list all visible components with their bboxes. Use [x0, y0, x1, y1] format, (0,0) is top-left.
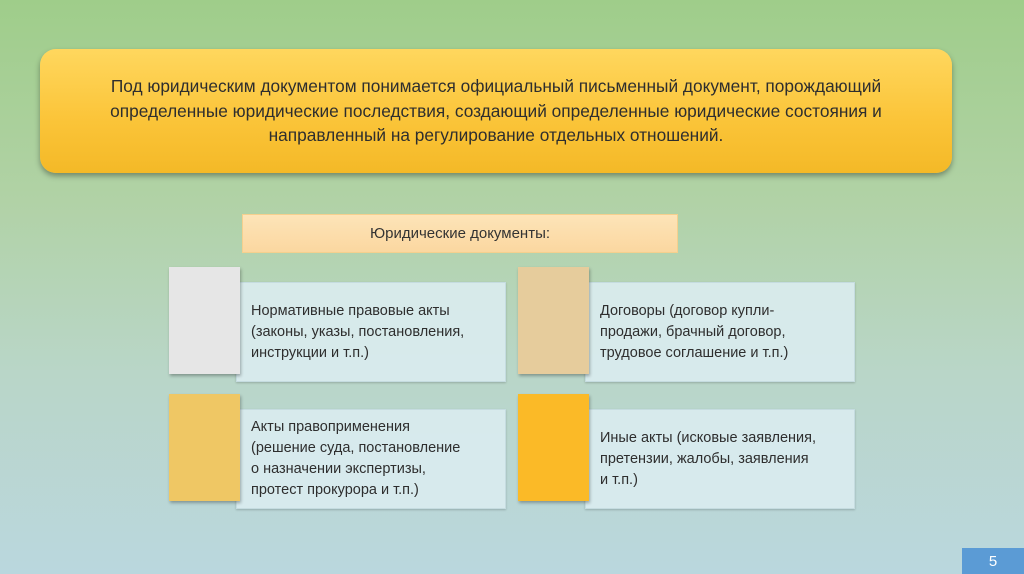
card-normative-acts-text: Нормативные правовые акты (законы, указы…: [251, 302, 465, 361]
definition-text: Под юридическим документом понимается оф…: [110, 76, 882, 146]
card-other-acts: Иные акты (исковые заявления, претензии,…: [585, 409, 855, 509]
card-enforcement-acts-text: Акты правоприменения (решение суда, пост…: [251, 419, 461, 498]
section-heading: Юридические документы:: [242, 214, 678, 253]
section-heading-label: Юридические документы:: [369, 225, 551, 242]
card-normative-acts: Нормативные правовые акты (законы, указы…: [236, 282, 506, 382]
card-other-acts-swatch: [518, 394, 589, 501]
card-contracts-swatch: [518, 267, 589, 374]
card-contracts-text: Договоры (договор купли- продажи, брачны…: [600, 302, 789, 361]
card-normative-acts-swatch: [169, 267, 240, 374]
card-contracts: Договоры (договор купли- продажи, брачны…: [585, 282, 855, 382]
card-enforcement-acts: Акты правоприменения (решение суда, пост…: [236, 409, 506, 509]
card-other-acts-text: Иные акты (исковые заявления, претензии,…: [600, 429, 817, 488]
card-enforcement-acts-swatch: [169, 394, 240, 501]
definition-box: Под юридическим документом понимается оф…: [40, 49, 952, 173]
page-number: 5: [962, 548, 1024, 574]
